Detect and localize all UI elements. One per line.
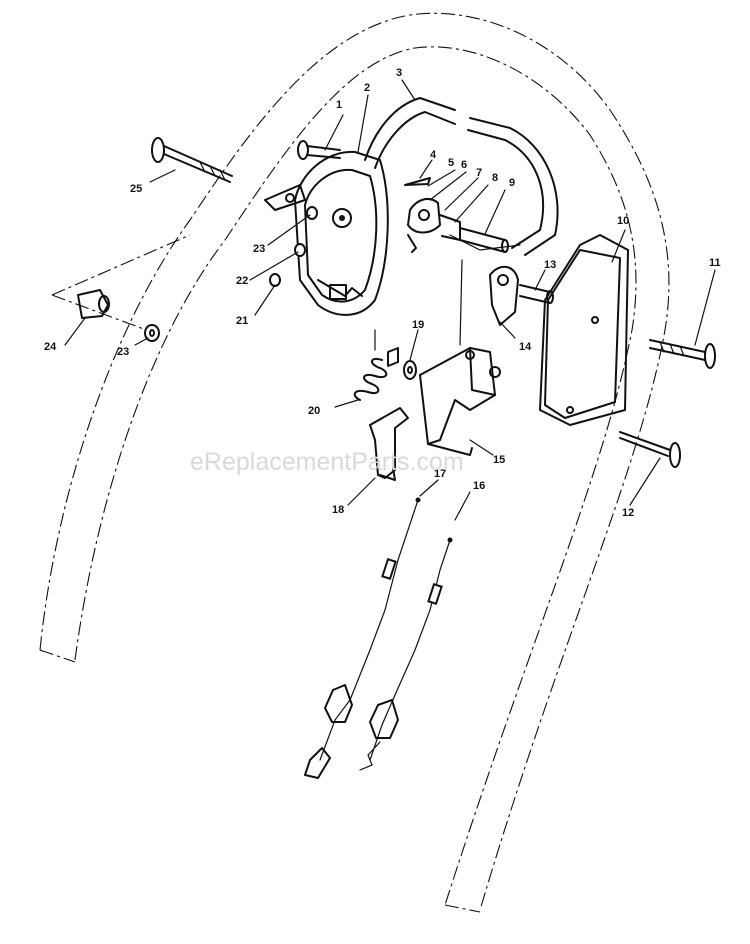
part-20-spring <box>353 358 388 401</box>
part-16-cable <box>359 537 453 771</box>
callout-2: 2 <box>364 82 370 94</box>
callout-18: 18 <box>332 504 344 516</box>
callout-7: 7 <box>476 167 482 179</box>
callout-13: 13 <box>544 259 556 271</box>
callout-23-lower: 23 <box>117 346 129 358</box>
callout-19: 19 <box>412 319 424 331</box>
parts-4-6-pin <box>404 177 431 186</box>
part-12-bolt <box>619 431 681 468</box>
part-11-bolt <box>649 339 716 369</box>
callout-1: 1 <box>336 99 342 111</box>
leader-lines <box>64 79 716 521</box>
callout-10: 10 <box>617 215 629 227</box>
callout-3: 3 <box>396 67 402 79</box>
part-23-nut-lower <box>144 324 160 342</box>
part-19-washer <box>387 347 417 380</box>
handle-frame <box>39 12 670 913</box>
part-9-shaft <box>459 227 509 253</box>
callout-25: 25 <box>130 183 142 195</box>
callouts: 1 2 3 4 5 6 7 8 9 10 11 12 13 14 15 16 1… <box>44 67 721 519</box>
part-17-cable <box>304 497 421 779</box>
callout-15: 15 <box>493 454 505 466</box>
callout-12: 12 <box>622 507 634 519</box>
parts-7-8-lever <box>407 197 461 253</box>
callout-9: 9 <box>509 177 515 189</box>
part-14-cam <box>489 265 519 326</box>
callout-11: 11 <box>709 257 721 269</box>
callout-23-upper: 23 <box>253 243 265 255</box>
callout-4: 4 <box>430 149 437 161</box>
part-24-fitting <box>77 289 110 319</box>
part-18-latch <box>369 407 409 481</box>
callout-17: 17 <box>434 468 446 480</box>
callout-20: 20 <box>308 405 320 417</box>
callout-6: 6 <box>461 159 467 171</box>
part-23-nut-upper <box>306 206 318 220</box>
part-10-cover-plate <box>539 234 629 426</box>
callout-14: 14 <box>519 341 532 353</box>
callout-5: 5 <box>448 157 454 169</box>
callout-8: 8 <box>492 172 498 184</box>
part-21-nut <box>269 273 281 287</box>
part-1-bolt <box>297 140 341 160</box>
part-15-bracket <box>419 347 501 456</box>
callout-22: 22 <box>236 275 248 287</box>
callout-24: 24 <box>44 341 57 353</box>
callout-21: 21 <box>236 315 248 327</box>
part-3-bail <box>364 97 559 256</box>
part-22-washer <box>294 243 306 257</box>
part-2-control-housing <box>264 150 389 316</box>
watermark: eReplacementParts.com <box>190 448 464 476</box>
callout-16: 16 <box>473 480 485 492</box>
part-25-bolt <box>151 137 233 183</box>
